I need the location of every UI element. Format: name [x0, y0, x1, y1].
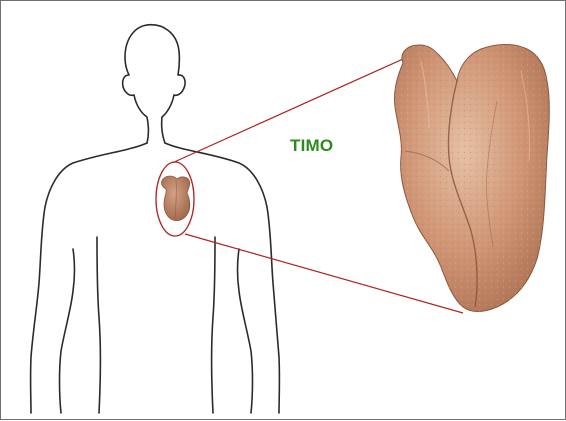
callout-line-top — [172, 59, 403, 163]
right-inner-arm — [238, 249, 253, 413]
left-shoulder — [31, 143, 147, 413]
head-outline-right — [147, 25, 185, 143]
thymus-small — [162, 176, 190, 221]
left-torso-side — [97, 237, 101, 413]
head-outline — [123, 25, 149, 143]
human-body-outline — [31, 25, 280, 413]
callout-line-bottom — [185, 234, 463, 313]
organ-label: TIMO — [290, 136, 333, 156]
right-torso-side — [212, 237, 216, 413]
left-inner-arm — [60, 249, 75, 413]
thymus-enlarged — [394, 45, 549, 312]
